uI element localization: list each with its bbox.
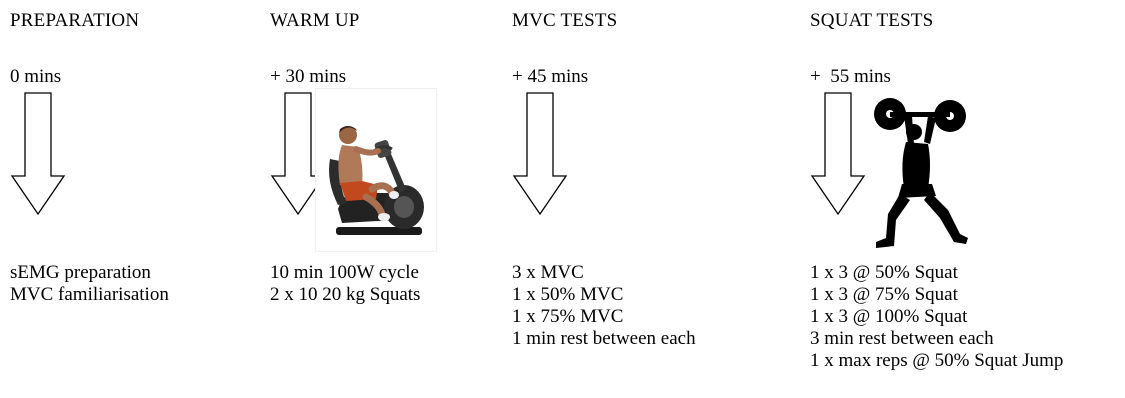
list-item: MVC familiarisation: [10, 284, 169, 305]
down-arrow-icon: [512, 92, 568, 216]
phase-time: + 55 mins: [810, 66, 891, 87]
list-item: 3 min rest between each: [810, 328, 994, 349]
phase-preparation: PREPARATION 0 mins sEMG preparation MVC …: [10, 0, 240, 398]
phase-title: WARM UP: [270, 10, 360, 31]
phase-items: sEMG preparation MVC familiarisation: [10, 262, 169, 306]
phase-items: 10 min 100W cycle 2 x 10 20 kg Squats: [270, 262, 420, 306]
list-item: 1 x 50% MVC: [512, 284, 624, 305]
phase-time: 0 mins: [10, 66, 62, 87]
down-arrow-icon: [810, 92, 866, 216]
phase-title: MVC TESTS: [512, 10, 618, 31]
phase-squat-tests: SQUAT TESTS + 55 mins 1 x 3 @ 50% Squat …: [810, 0, 1120, 398]
list-item: sEMG preparation: [10, 262, 151, 283]
list-item: 2 x 10 20 kg Squats: [270, 284, 421, 305]
phase-mvc-tests: MVC TESTS + 45 mins 3 x MVC 1 x 50% MVC …: [512, 0, 772, 398]
phase-items: 1 x 3 @ 50% Squat 1 x 3 @ 75% Squat 1 x …: [810, 262, 1063, 372]
recumbent-bike-image: [315, 88, 437, 252]
down-arrow-icon: [10, 92, 66, 216]
list-item: 1 x 3 @ 50% Squat: [810, 262, 958, 283]
phase-title: PREPARATION: [10, 10, 140, 31]
list-item: 1 x 3 @ 75% Squat: [810, 284, 958, 305]
phase-title: SQUAT TESTS: [810, 10, 934, 31]
down-arrow-icon: [270, 92, 326, 216]
phase-time: + 45 mins: [512, 66, 589, 87]
list-item: 1 min rest between each: [512, 328, 696, 349]
list-item: 1 x 3 @ 100% Squat: [810, 306, 968, 327]
list-item: 10 min 100W cycle: [270, 262, 419, 283]
list-item: 1 x max reps @ 50% Squat Jump: [810, 350, 1064, 371]
weightlifter-silhouette-image: [874, 98, 968, 248]
phase-warm-up: WARM UP + 30 mins 10 min 100W cycle 2 x …: [270, 0, 490, 398]
list-item: 3 x MVC: [512, 262, 584, 283]
phase-time: + 30 mins: [270, 66, 347, 87]
list-item: 1 x 75% MVC: [512, 306, 624, 327]
phase-items: 3 x MVC 1 x 50% MVC 1 x 75% MVC 1 min re…: [512, 262, 696, 350]
